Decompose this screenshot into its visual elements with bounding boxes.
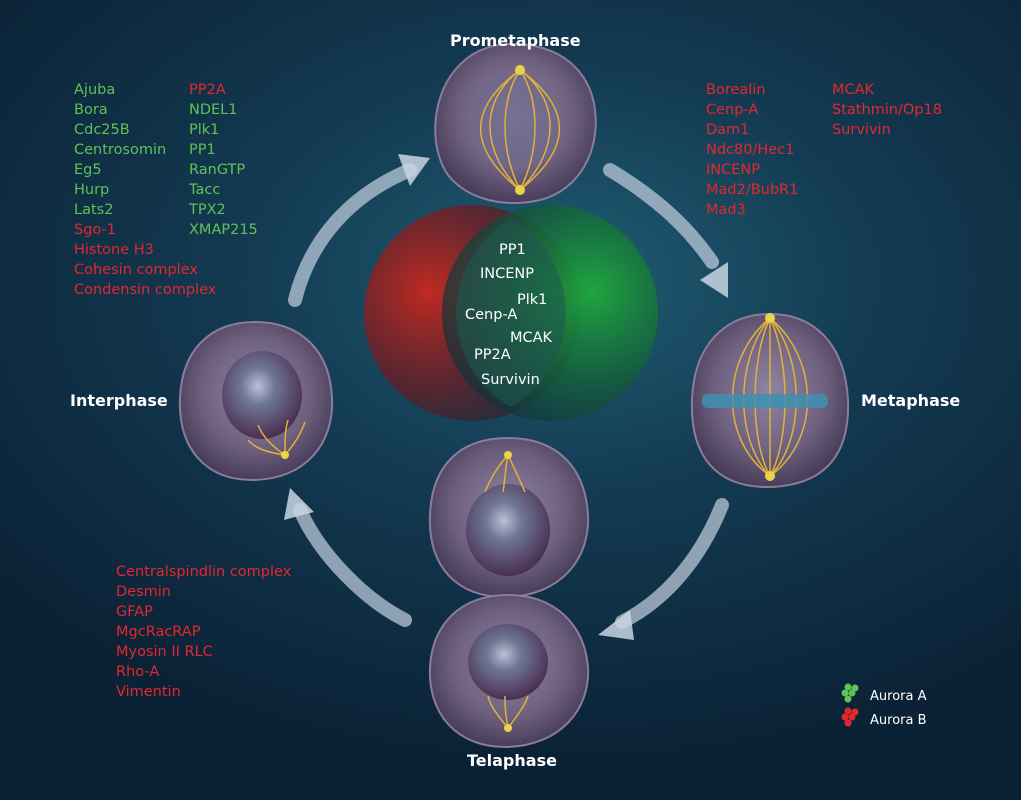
protein-item: MCAK	[832, 82, 875, 98]
stage-label-interphase: Interphase	[70, 391, 168, 410]
stage-label-metaphase: Metaphase	[861, 391, 961, 410]
protein-item: Tacc	[189, 182, 221, 198]
arrow-prometaphase-to-metaphase	[603, 163, 719, 269]
cycle-arrows	[288, 163, 729, 629]
protein-item: Centrosomin	[74, 142, 167, 158]
arrowhead-3	[598, 610, 634, 640]
venn-item: INCENP	[480, 266, 534, 282]
cell-interphase	[178, 320, 334, 482]
protein-item: MgcRacRAP	[116, 624, 201, 640]
arrowhead-2	[700, 262, 728, 298]
protein-item: Vimentin	[116, 684, 181, 700]
stage-label-prometaphase: Prometaphase	[450, 31, 581, 50]
protein-item: XMAP215	[189, 222, 258, 238]
venn-item: Plk1	[517, 292, 548, 308]
protein-item: Dam1	[706, 122, 750, 138]
protein-item: Myosin II RLC	[116, 644, 213, 660]
protein-item: Plk1	[189, 122, 220, 138]
legend-label: Aurora A	[870, 688, 927, 704]
protein-item: INCENP	[706, 162, 760, 178]
cell-telaphase-lower	[428, 593, 590, 749]
cell-telaphase-upper	[428, 436, 590, 599]
protein-item: Mad3	[706, 202, 746, 218]
aurora-b-swatch	[841, 707, 859, 727]
venn-overlap	[456, 219, 566, 407]
protein-item: Bora	[74, 102, 108, 118]
protein-item: Borealin	[706, 82, 766, 98]
protein-item: Cenp-A	[706, 102, 759, 118]
venn-item: Survivin	[481, 372, 540, 388]
venn-item: MCAK	[510, 330, 553, 346]
protein-item: Sgo-1	[74, 222, 117, 238]
protein-item: Centralspindlin complex	[116, 564, 292, 580]
protein-item: Eg5	[74, 162, 102, 178]
protein-item: GFAP	[116, 604, 153, 620]
protein-item: RanGTP	[189, 162, 246, 178]
venn-item: Cenp-A	[465, 307, 518, 323]
protein-item: Stathmin/Op18	[832, 102, 942, 118]
protein-item: Ajuba	[74, 82, 116, 98]
protein-item: Hurp	[74, 182, 110, 198]
venn-item: PP2A	[474, 347, 511, 363]
legend-item-aurora-a: Aurora A	[870, 684, 927, 708]
protein-item: Rho-A	[116, 664, 160, 680]
protein-item: Mad2/BubR1	[706, 182, 799, 198]
venn-diagram	[364, 205, 658, 421]
arrow-interphase-to-prometaphase	[288, 163, 417, 307]
protein-item: NDEL1	[189, 102, 238, 118]
arrowhead-4	[284, 488, 314, 520]
arrowhead-1	[398, 154, 430, 186]
protein-item: Histone H3	[74, 242, 154, 258]
legend: Aurora A Aurora B	[840, 684, 927, 732]
arrow-metaphase-to-telaphase	[615, 498, 729, 629]
protein-item: Cohesin complex	[74, 262, 198, 278]
protein-item: Survivin	[832, 122, 891, 138]
stage-label-telaphase: Telaphase	[467, 751, 557, 770]
cycle-arrowheads	[284, 154, 728, 640]
arrow-telaphase-to-interphase	[293, 503, 412, 627]
legend-swatches	[841, 683, 859, 727]
protein-item: Cdc25B	[74, 122, 130, 138]
cell-prometaphase	[434, 42, 597, 204]
legend-item-aurora-b: Aurora B	[870, 708, 927, 732]
protein-item: Ndc80/Hec1	[706, 142, 795, 158]
protein-item: Lats2	[74, 202, 114, 218]
protein-item: Desmin	[116, 584, 171, 600]
protein-item: PP1	[189, 142, 216, 158]
cell-metaphase	[690, 312, 850, 489]
aurora-a-swatch	[841, 683, 859, 703]
legend-label: Aurora B	[870, 712, 927, 728]
venn-item: PP1	[499, 242, 526, 258]
protein-item: Condensin complex	[74, 282, 217, 298]
protein-item: TPX2	[189, 202, 226, 218]
protein-item: PP2A	[189, 82, 226, 98]
